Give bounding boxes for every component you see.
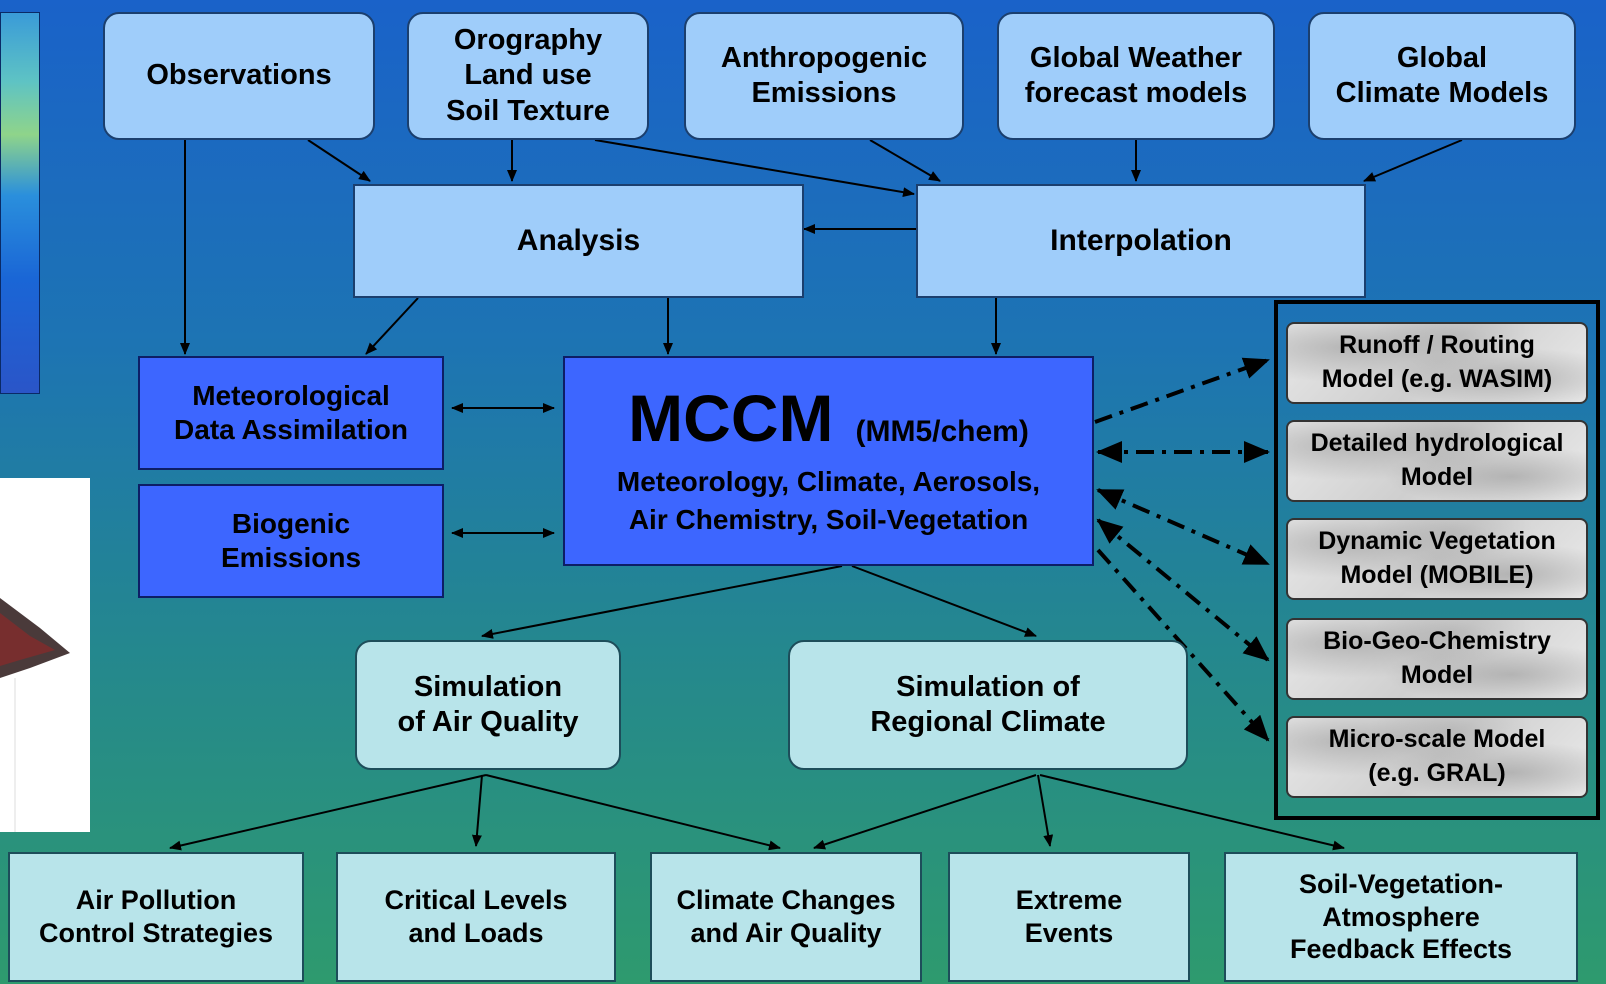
- global-weather-box: Global Weather forecast models: [997, 12, 1275, 140]
- output-critical-levels-box: Critical Levels and Loads: [336, 852, 616, 982]
- side-model-microscale: Micro-scale Model (e.g. GRAL): [1286, 716, 1588, 798]
- anthropogenic-line-1: Anthropogenic: [720, 41, 928, 74]
- mccm-title: MCCM: [628, 380, 834, 455]
- regional-climate-line-1: Simulation of: [896, 670, 1080, 703]
- hydrological-line-1: Detailed hydrological: [1310, 429, 1564, 458]
- soil-vegetation-line-2: Atmosphere: [1322, 901, 1480, 932]
- met-assimilation-line-2: Data Assimilation: [174, 414, 408, 445]
- output-soil-vegetation-box: Soil-Vegetation- Atmosphere Feedback Eff…: [1224, 852, 1578, 982]
- simulation-regional-climate-box: Simulation of Regional Climate: [788, 640, 1188, 770]
- met-assimilation-line-1: Meteorological: [192, 379, 390, 411]
- biogenic-line-2: Emissions: [220, 542, 362, 573]
- critical-levels-line-2: and Loads: [408, 918, 544, 948]
- microscale-line-2: (e.g. GRAL): [1368, 759, 1506, 787]
- simulation-air-quality-box: Simulation of Air Quality: [355, 640, 621, 770]
- interpolation-label: Interpolation: [1050, 223, 1232, 257]
- critical-levels-line-1: Critical Levels: [384, 885, 568, 916]
- output-extreme-events-box: Extreme Events: [948, 852, 1190, 982]
- air-quality-line-2: of Air Quality: [397, 706, 579, 738]
- biogeochem-line-2: Model: [1400, 661, 1474, 689]
- biogenic-line-1: Biogenic: [231, 507, 351, 539]
- mccm-title-row: MCCM (MM5/chem): [628, 380, 1029, 455]
- air-pollution-line-1: Air Pollution: [75, 885, 237, 916]
- global-climate-line-1: Global: [1396, 41, 1488, 74]
- air-quality-line-1: Simulation: [413, 670, 563, 703]
- regional-climate-line-2: Regional Climate: [870, 706, 1106, 738]
- extreme-events-line-1: Extreme: [1015, 885, 1123, 916]
- output-air-pollution-box: Air Pollution Control Strategies: [8, 852, 304, 982]
- anthropogenic-box: Anthropogenic Emissions: [684, 12, 964, 140]
- mccm-line-1: Meteorology, Climate, Aerosols,: [616, 465, 1041, 497]
- analysis-box: Analysis: [353, 184, 804, 298]
- global-weather-line-1: Global Weather: [1029, 41, 1243, 74]
- side-model-runoff: Runoff / Routing Model (e.g. WASIM): [1286, 322, 1588, 404]
- orography-box: Orography Land use Soil Texture: [407, 12, 649, 140]
- biogenic-box: Biogenic Emissions: [138, 484, 444, 598]
- biogeochem-line-1: Bio-Geo-Chemistry: [1323, 627, 1551, 656]
- runoff-line-2: Model (e.g. WASIM): [1321, 365, 1553, 393]
- hydrological-line-2: Model: [1400, 463, 1474, 491]
- extreme-events-line-2: Events: [1024, 918, 1114, 948]
- orography-line-3: Soil Texture: [446, 94, 610, 127]
- soil-vegetation-line-3: Feedback Effects: [1289, 934, 1513, 965]
- mccm-line-2: Air Chemistry, Soil-Vegetation: [628, 503, 1029, 535]
- vegetation-line-2: Model (MOBILE): [1340, 561, 1534, 589]
- soil-vegetation-line-1: Soil-Vegetation-: [1298, 868, 1504, 899]
- met-assimilation-box: Meteorological Data Assimilation: [138, 356, 444, 470]
- side-model-vegetation: Dynamic Vegetation Model (MOBILE): [1286, 518, 1588, 600]
- global-climate-line-2: Climate Models: [1335, 77, 1549, 109]
- orography-line-1: Orography: [453, 23, 603, 56]
- climate-changes-line-2: and Air Quality: [690, 918, 882, 948]
- air-pollution-line-2: Control Strategies: [38, 918, 274, 948]
- satellite-map-image: [0, 12, 40, 394]
- mccm-subtitle: (MM5/chem): [855, 414, 1029, 448]
- anthropogenic-line-2: Emissions: [751, 77, 897, 109]
- runoff-line-1: Runoff / Routing: [1339, 331, 1535, 360]
- side-models-frame: [1274, 300, 1600, 820]
- global-climate-box: Global Climate Models: [1308, 12, 1576, 140]
- side-model-biogeochem: Bio-Geo-Chemistry Model: [1286, 618, 1588, 700]
- interpolation-box: Interpolation: [916, 184, 1366, 298]
- output-climate-changes-box: Climate Changes and Air Quality: [650, 852, 922, 982]
- terrain-plot-image: [0, 478, 90, 832]
- side-model-hydrological: Detailed hydrological Model: [1286, 420, 1588, 502]
- vegetation-line-1: Dynamic Vegetation: [1318, 527, 1556, 556]
- orography-line-2: Land use: [464, 59, 592, 92]
- climate-changes-line-1: Climate Changes: [676, 885, 896, 916]
- observations-box: Observations: [103, 12, 375, 140]
- mccm-box: MCCM (MM5/chem) Meteorology, Climate, Ae…: [563, 356, 1094, 566]
- analysis-label: Analysis: [516, 223, 641, 257]
- microscale-line-1: Micro-scale Model: [1328, 725, 1546, 754]
- observations-label: Observations: [146, 59, 332, 92]
- global-weather-line-2: forecast models: [1024, 77, 1248, 109]
